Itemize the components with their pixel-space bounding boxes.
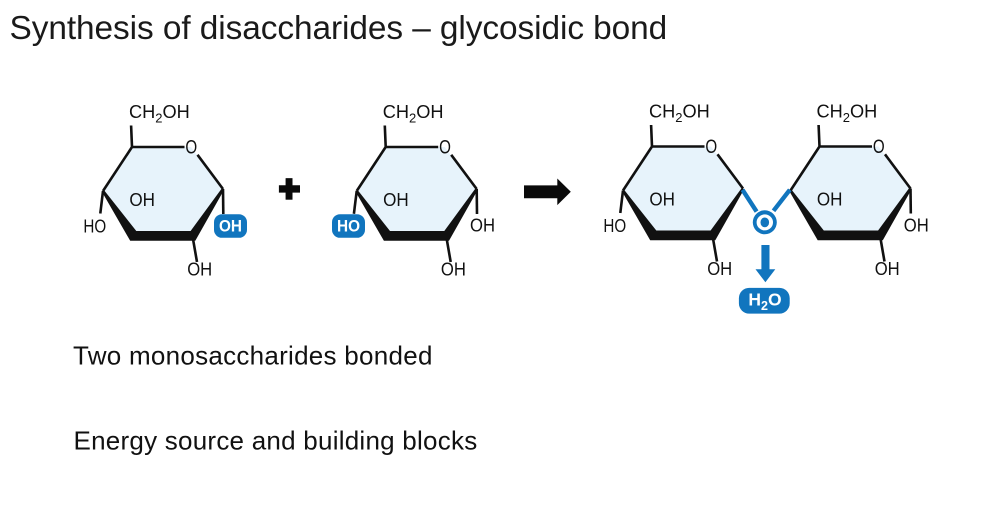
- svg-text:OH: OH: [470, 216, 495, 236]
- svg-text:Two monosaccharides bonded: Two monosaccharides bonded: [73, 341, 433, 371]
- svg-text:Energy source and building blo: Energy source and building blocks: [74, 426, 478, 456]
- svg-text:OH: OH: [219, 217, 242, 236]
- svg-text:H2O: H2O: [748, 290, 781, 313]
- svg-text:HO: HO: [337, 217, 360, 236]
- svg-text:Synthesis of disaccharides – g: Synthesis of disaccharides – glycosidic …: [10, 10, 668, 47]
- svg-text:OH: OH: [904, 216, 929, 236]
